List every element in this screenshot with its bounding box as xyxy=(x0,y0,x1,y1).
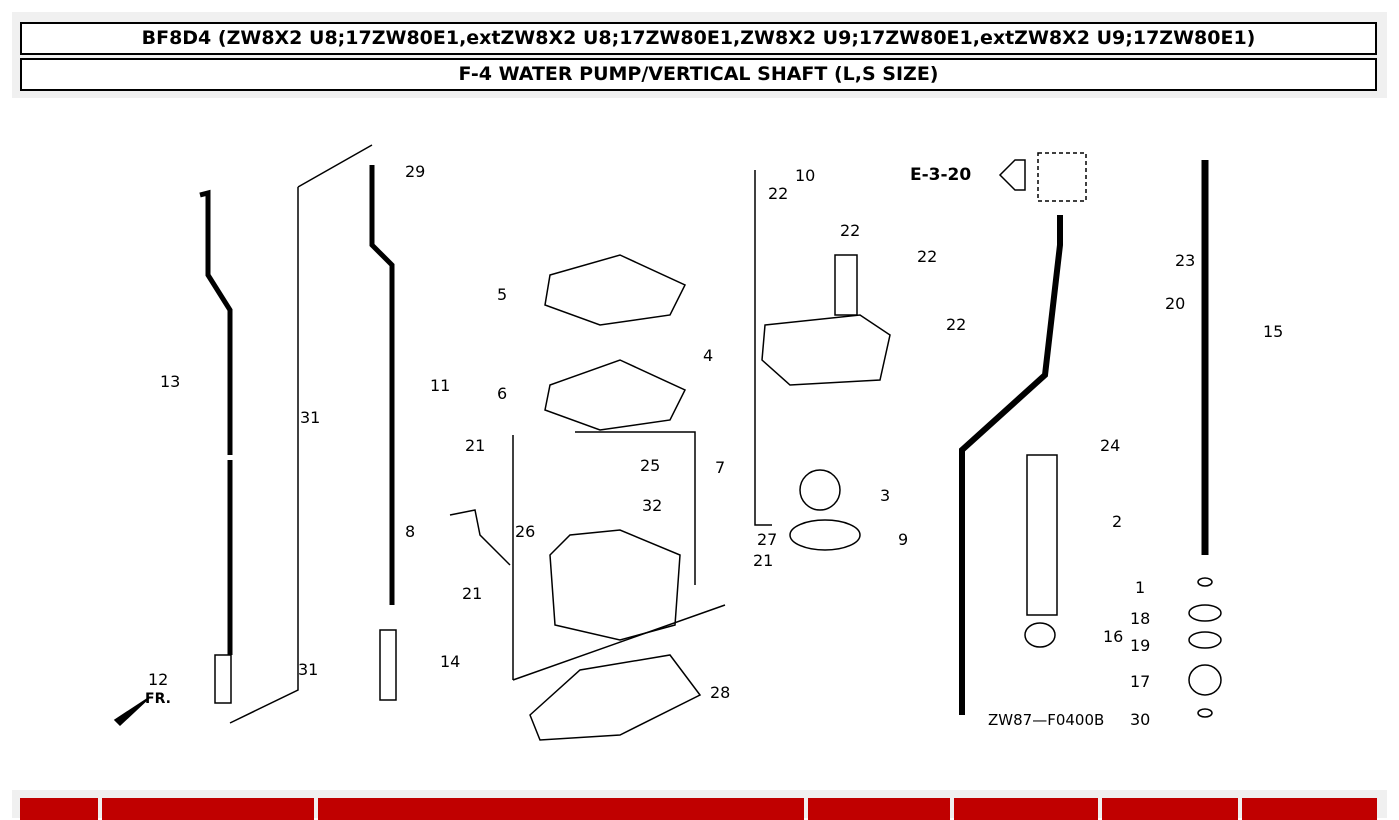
callout-label: 31 xyxy=(300,408,320,427)
callout-label: 21 xyxy=(462,584,482,603)
callout-label: 4 xyxy=(703,346,713,365)
callout-label: 26 xyxy=(515,522,535,541)
table-col-3 xyxy=(318,798,804,820)
callout-label: 13 xyxy=(160,372,180,391)
callout-label: 22 xyxy=(840,221,860,240)
callout-label: 7 xyxy=(715,458,725,477)
callout-label: 11 xyxy=(430,376,450,395)
callout-label: 8 xyxy=(405,522,415,541)
section-title: F-4 WATER PUMP/VERTICAL SHAFT (L,S SIZE) xyxy=(20,58,1377,91)
parts-table-header xyxy=(12,790,1387,820)
front-direction-label: FR. xyxy=(145,691,171,707)
diagram-code: ZW87—F0400B xyxy=(988,711,1104,729)
table-col-5 xyxy=(954,798,1098,820)
callout-label: 27 xyxy=(757,530,777,549)
callout-label: 25 xyxy=(640,456,660,475)
callout-label: 24 xyxy=(1100,436,1120,455)
callout-label: 22 xyxy=(917,247,937,266)
model-line: BF8D4 (ZW8X2 U8;17ZW80E1,extZW8X2 U8;17Z… xyxy=(20,22,1377,55)
callout-label: 22 xyxy=(946,315,966,334)
callout-label: 20 xyxy=(1165,294,1185,313)
callout-label: 21 xyxy=(465,436,485,455)
callout-label: 29 xyxy=(405,162,425,181)
table-col-1 xyxy=(20,798,98,820)
table-col-2 xyxy=(102,798,314,820)
callout-label: 17 xyxy=(1130,672,1150,691)
callout-label: 18 xyxy=(1130,609,1150,628)
callout-label: 23 xyxy=(1175,251,1195,270)
table-col-7 xyxy=(1242,798,1377,820)
callout-label: 16 xyxy=(1103,627,1123,646)
callout-label: 19 xyxy=(1130,636,1150,655)
reference-label: E-3-20 xyxy=(910,165,971,185)
callout-label: 6 xyxy=(497,384,507,403)
callout-label: 10 xyxy=(795,166,815,185)
callout-label: 32 xyxy=(642,496,662,515)
callout-label: 22 xyxy=(768,184,788,203)
table-col-4 xyxy=(808,798,950,820)
callout-label: 31 xyxy=(298,660,318,679)
callout-label: 1 xyxy=(1135,578,1145,597)
callout-label: 5 xyxy=(497,285,507,304)
callout-label: 30 xyxy=(1130,710,1150,729)
header-panel: BF8D4 (ZW8X2 U8;17ZW80E1,extZW8X2 U8;17Z… xyxy=(12,12,1387,98)
callout-label: 12 xyxy=(148,670,168,689)
callout-label: 21 xyxy=(753,551,773,570)
callout-label: 2 xyxy=(1112,512,1122,531)
callout-label: 9 xyxy=(898,530,908,549)
callout-label: 28 xyxy=(710,683,730,702)
callout-label: 3 xyxy=(880,486,890,505)
callout-label: 15 xyxy=(1263,322,1283,341)
table-col-6 xyxy=(1102,798,1238,820)
callout-label: 14 xyxy=(440,652,460,671)
